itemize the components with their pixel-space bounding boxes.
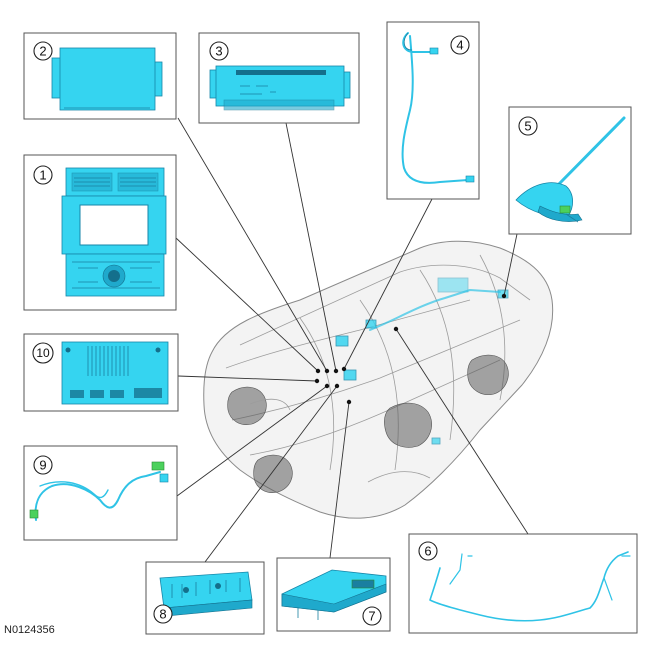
leader-4 [343,198,433,370]
callout-number-7: 7 [368,609,375,624]
callout-number-5: 5 [524,119,531,134]
amplifier-illustration [61,341,169,405]
leader-1 [175,237,319,372]
callout-number-8: 8 [159,607,166,622]
audio-unit-illustration [209,65,351,111]
callout-1: 1 [23,154,177,311]
leader-5 [503,233,518,297]
callout-number-6: 6 [424,544,431,559]
leader-3 [285,122,337,372]
antenna-cable-illustration [401,32,475,184]
callout-8: 8 [145,561,265,635]
leader-dot-5 [501,293,507,299]
callout-3: 3 [198,32,360,124]
callout-2: 2 [23,32,177,120]
leader-2 [177,117,328,372]
figure-id-label: N0124356 [4,624,55,636]
callout-5: 5 [508,106,632,235]
leader-dot-8 [334,383,340,389]
callout-7: 7 [276,557,391,632]
roof-antenna-illustration [515,116,626,223]
callout-number-10: 10 [36,346,50,360]
display-module-illustration [51,47,163,111]
callout-10: 10 [23,333,179,412]
audio-control-panel-illustration [61,167,167,297]
leader-dot-4 [341,366,347,372]
callout-number-3: 3 [215,44,222,59]
callout-number-2: 2 [39,44,46,59]
leader-9 [176,385,328,497]
callout-number-1: 1 [39,168,46,183]
telematics-module-illustration [159,571,253,617]
gps-module-illustration [281,569,387,620]
rear-antenna-cable-illustration [429,551,631,622]
leader-dot-7 [346,399,352,405]
callout-number-9: 9 [39,458,46,473]
leader-dot-6 [393,326,399,332]
leader-8 [204,385,338,563]
leader-dots [314,293,507,405]
leader-lines [175,117,529,563]
callout-6: 6 [408,533,638,634]
leader-7 [329,401,350,559]
leader-6 [395,328,529,535]
leader-dot-3 [333,368,339,374]
leader-dot-2 [324,368,330,374]
leader-dot-1 [315,368,321,374]
callout-9: 9 [23,445,178,541]
callout-4: 4 [386,21,480,200]
leader-dot-10 [314,378,320,384]
leader-dot-9 [324,383,330,389]
wiring-harness-illustration [29,461,169,521]
callout-number-4: 4 [456,38,463,53]
leader-10 [177,375,318,382]
vehicle-body [203,240,554,519]
